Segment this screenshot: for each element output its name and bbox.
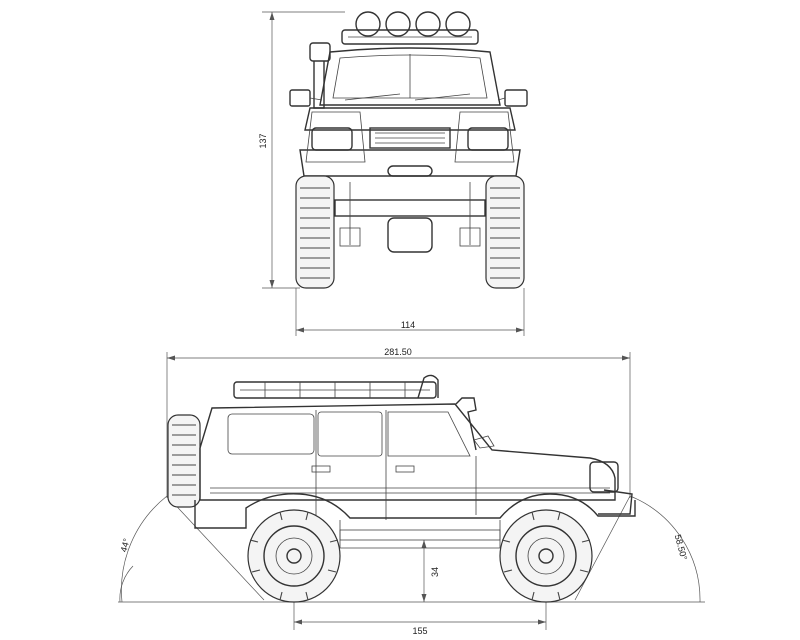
front-bumper — [299, 111, 521, 177]
ground-clearance-dimension: 34 — [421, 540, 440, 602]
side-chassis — [194, 493, 636, 549]
front-width-dimension: 114 — [295, 288, 525, 336]
front-wheel — [499, 509, 593, 603]
side-length-label: 281.50 — [384, 347, 412, 357]
front-height-dimension: 137 — [258, 11, 345, 289]
roof-rack — [233, 374, 439, 399]
front-width-label: 114 — [401, 320, 415, 330]
front-view: 137 114 — [258, 11, 528, 336]
front-axle — [334, 182, 486, 253]
roof-lights — [341, 11, 479, 45]
side-body — [199, 397, 633, 520]
ground-clearance-label: 34 — [430, 567, 440, 577]
wheelbase-label: 155 — [412, 626, 427, 636]
front-cab — [289, 47, 528, 131]
departure-angle-label: 58.50° — [673, 533, 690, 561]
front-height-label: 137 — [258, 133, 268, 148]
front-grille — [311, 127, 509, 151]
side-length-dimension: 281.50 — [166, 347, 631, 498]
side-view: 281.50 44° 58.50° 34 — [118, 347, 705, 636]
approach-angle-label: 44° — [119, 537, 132, 553]
front-left-tire — [295, 175, 335, 289]
rear-wheel — [247, 509, 341, 603]
approach-angle: 44° — [119, 495, 265, 603]
front-right-tire — [485, 175, 525, 289]
spare-tire — [167, 414, 201, 508]
